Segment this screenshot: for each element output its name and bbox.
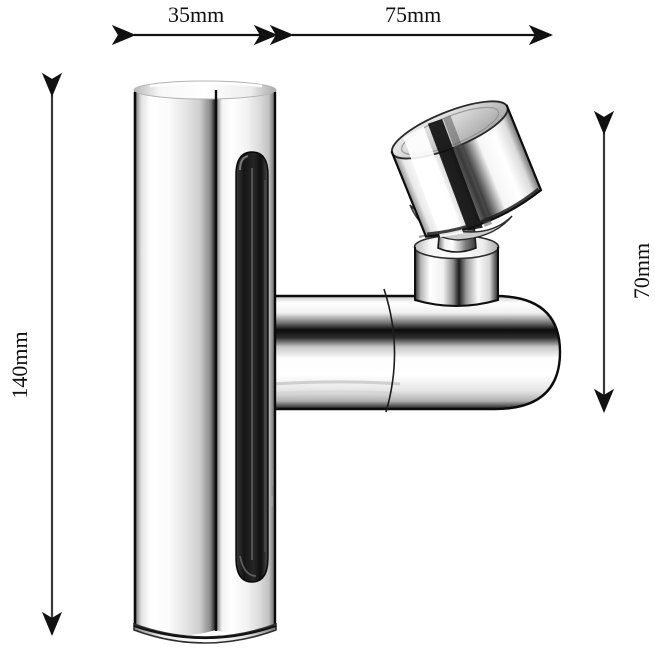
sensor-window-slot [235,151,269,583]
dimension-label-35mm: 35mm [168,2,225,27]
dimension-label-75mm: 75mm [385,2,442,27]
aerator-collar [413,233,500,307]
swivel-aerator-head [390,100,543,238]
spout-arm [232,294,562,411]
dimension-arrows [41,24,615,637]
spout-seam-curve [383,288,396,413]
